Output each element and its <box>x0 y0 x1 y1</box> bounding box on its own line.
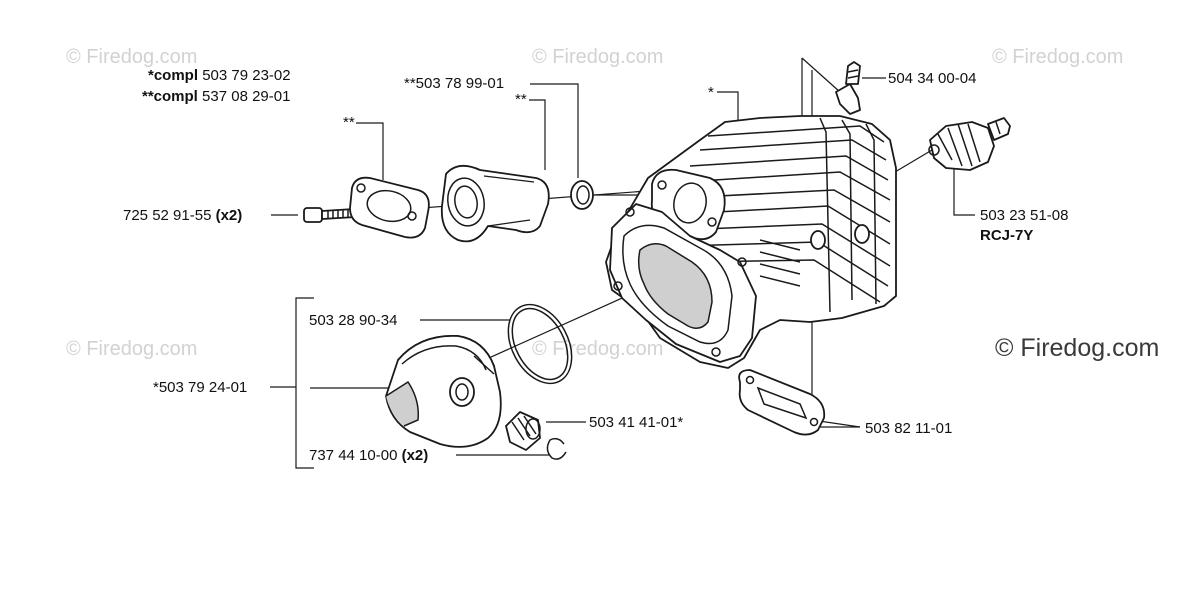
compl-a-label: *compl 503 79 23-02 <box>148 67 291 84</box>
intake-flange-part <box>440 164 550 243</box>
cylinder-part <box>605 115 897 369</box>
cylinder-marker-label: * <box>708 84 714 101</box>
bearing-label: 503 41 41-01* <box>589 414 684 431</box>
intake-gasket-part <box>349 176 430 239</box>
intake-marker-label: ** <box>515 91 527 108</box>
spark-plug-label: 503 23 51-08 <box>980 207 1069 224</box>
circlip-qty: (x2) <box>401 447 429 464</box>
needle-bearing-part <box>505 411 541 451</box>
gasket-marker-label: ** <box>343 114 355 131</box>
screw-part <box>303 207 357 223</box>
compl-b-prefix: **compl <box>142 88 198 105</box>
screw-label: 725 52 91-55 (x2) <box>123 207 242 224</box>
seal-ring-label: **503 78 99-01 <box>404 75 505 92</box>
compl-a-prefix: *compl <box>148 67 199 84</box>
piston-ring-label: 503 28 90-34 <box>309 312 398 329</box>
nipple-part <box>835 61 861 115</box>
base-gasket-part <box>738 369 826 436</box>
watermark-top-left: © Firedog.com <box>66 46 198 68</box>
screw-number: 725 52 91-55 <box>123 207 212 224</box>
compl-b-number: 537 08 29-01 <box>202 88 291 105</box>
circlip-label: 737 44 10-00 (x2) <box>309 447 428 464</box>
seal-ring-part <box>570 180 650 210</box>
watermark-mid-left: © Firedog.com <box>66 338 198 360</box>
nipple-label: 504 34 00-04 <box>888 70 977 87</box>
spark-plug-type-label: RCJ-7Y <box>980 227 1034 244</box>
piston-ring-part <box>507 303 573 385</box>
watermark-main: © Firedog.com <box>995 334 1160 362</box>
piston-label: *503 79 24-01 <box>153 379 248 396</box>
spark-plug-part <box>928 117 1011 171</box>
watermark-top-center: © Firedog.com <box>532 46 664 68</box>
screw-qty: (x2) <box>215 207 243 224</box>
compl-a-number: 503 79 23-02 <box>202 67 291 84</box>
piston-part <box>385 335 502 448</box>
base-gasket-label: 503 82 11-01 <box>865 420 953 437</box>
circlip-part <box>546 437 567 460</box>
watermark-top-right: © Firedog.com <box>992 46 1124 68</box>
circlip-number: 737 44 10-00 <box>309 447 398 464</box>
compl-b-label: **compl 537 08 29-01 <box>142 88 290 105</box>
watermark-mid-center: © Firedog.com <box>532 338 664 360</box>
